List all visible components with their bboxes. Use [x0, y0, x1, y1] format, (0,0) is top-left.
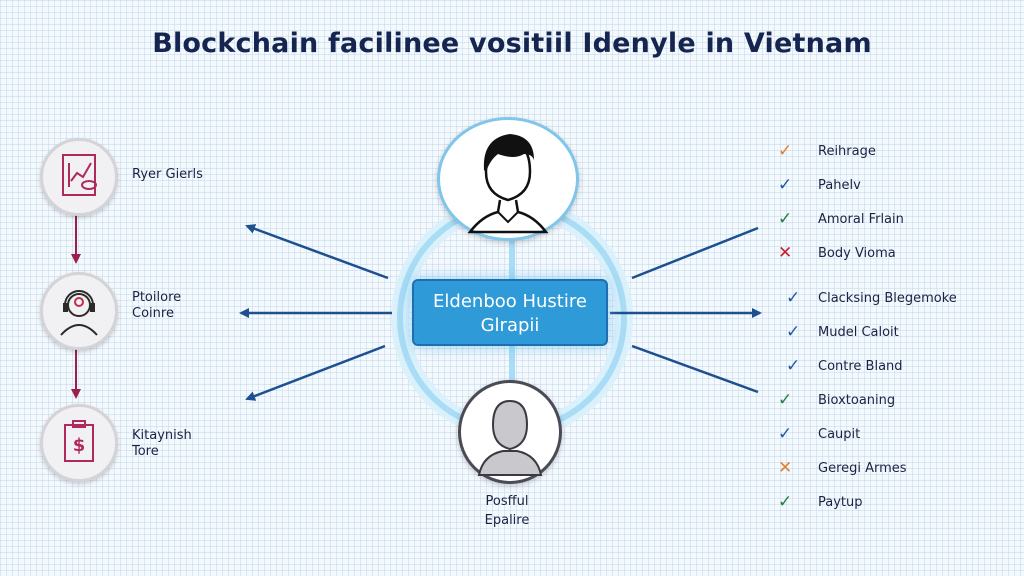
center-node: Eldenboo Hustire Glrapii	[412, 279, 608, 346]
money-document-icon: $	[40, 404, 118, 482]
cross-icon: ✕	[778, 458, 793, 478]
left-item-label-1: Ryer Gierls	[132, 167, 203, 182]
check-item-11: ✓ Paytup	[778, 492, 863, 512]
check-item-7: ✓ Contre Bland	[786, 356, 903, 376]
check-item-4: ✕ Body Vioma	[778, 243, 896, 263]
check-icon: ✓	[786, 288, 801, 308]
center-node-title: Eldenboo Hustire	[433, 291, 587, 312]
left-item-label-3: Kitaynish Tore	[132, 428, 192, 459]
center-node-subtitle: Glrapii	[480, 315, 540, 336]
check-icon: ✓	[778, 390, 793, 410]
check-icon: ✓	[778, 141, 793, 161]
check-item-5: ✓ Clacksing Blegemoke	[786, 288, 957, 308]
user-silhouette-icon	[458, 380, 562, 484]
arrow-left-bottom	[245, 344, 386, 401]
check-icon: ✓	[786, 356, 801, 376]
document-chart-icon	[40, 138, 118, 216]
line-right-top	[631, 226, 759, 280]
check-icon: ✓	[778, 175, 793, 195]
check-item-8: ✓ Bioxtoaning	[778, 390, 896, 410]
cross-icon: ✕	[778, 243, 793, 263]
check-icon: ✓	[778, 209, 793, 229]
arrow-left-top	[245, 224, 389, 280]
check-item-6: ✓ Mudel Caloit	[786, 322, 899, 342]
check-item-1: ✓ Reihrage	[778, 141, 876, 161]
user-avatar-icon	[437, 117, 579, 241]
check-item-9: ✓ Caupit	[778, 424, 861, 444]
check-item-2: ✓ Pahelv	[778, 175, 861, 195]
check-icon: ✓	[786, 322, 801, 342]
person-headset-icon	[40, 272, 118, 350]
check-item-3: ✓ Amoral Frlain	[778, 209, 904, 229]
line-right-bottom	[631, 344, 759, 394]
svg-text:$: $	[73, 435, 86, 456]
diagram-title: Blockchain facilinee vositiil Idenyle in…	[152, 28, 872, 59]
check-icon: ✓	[778, 424, 793, 444]
check-icon: ✓	[778, 492, 793, 512]
check-item-10: ✕ Geregi Armes	[778, 458, 907, 478]
bottom-avatar-label: Posfful Epalire	[484, 494, 530, 528]
left-item-label-2: Ptoilore Coinre	[132, 290, 182, 321]
